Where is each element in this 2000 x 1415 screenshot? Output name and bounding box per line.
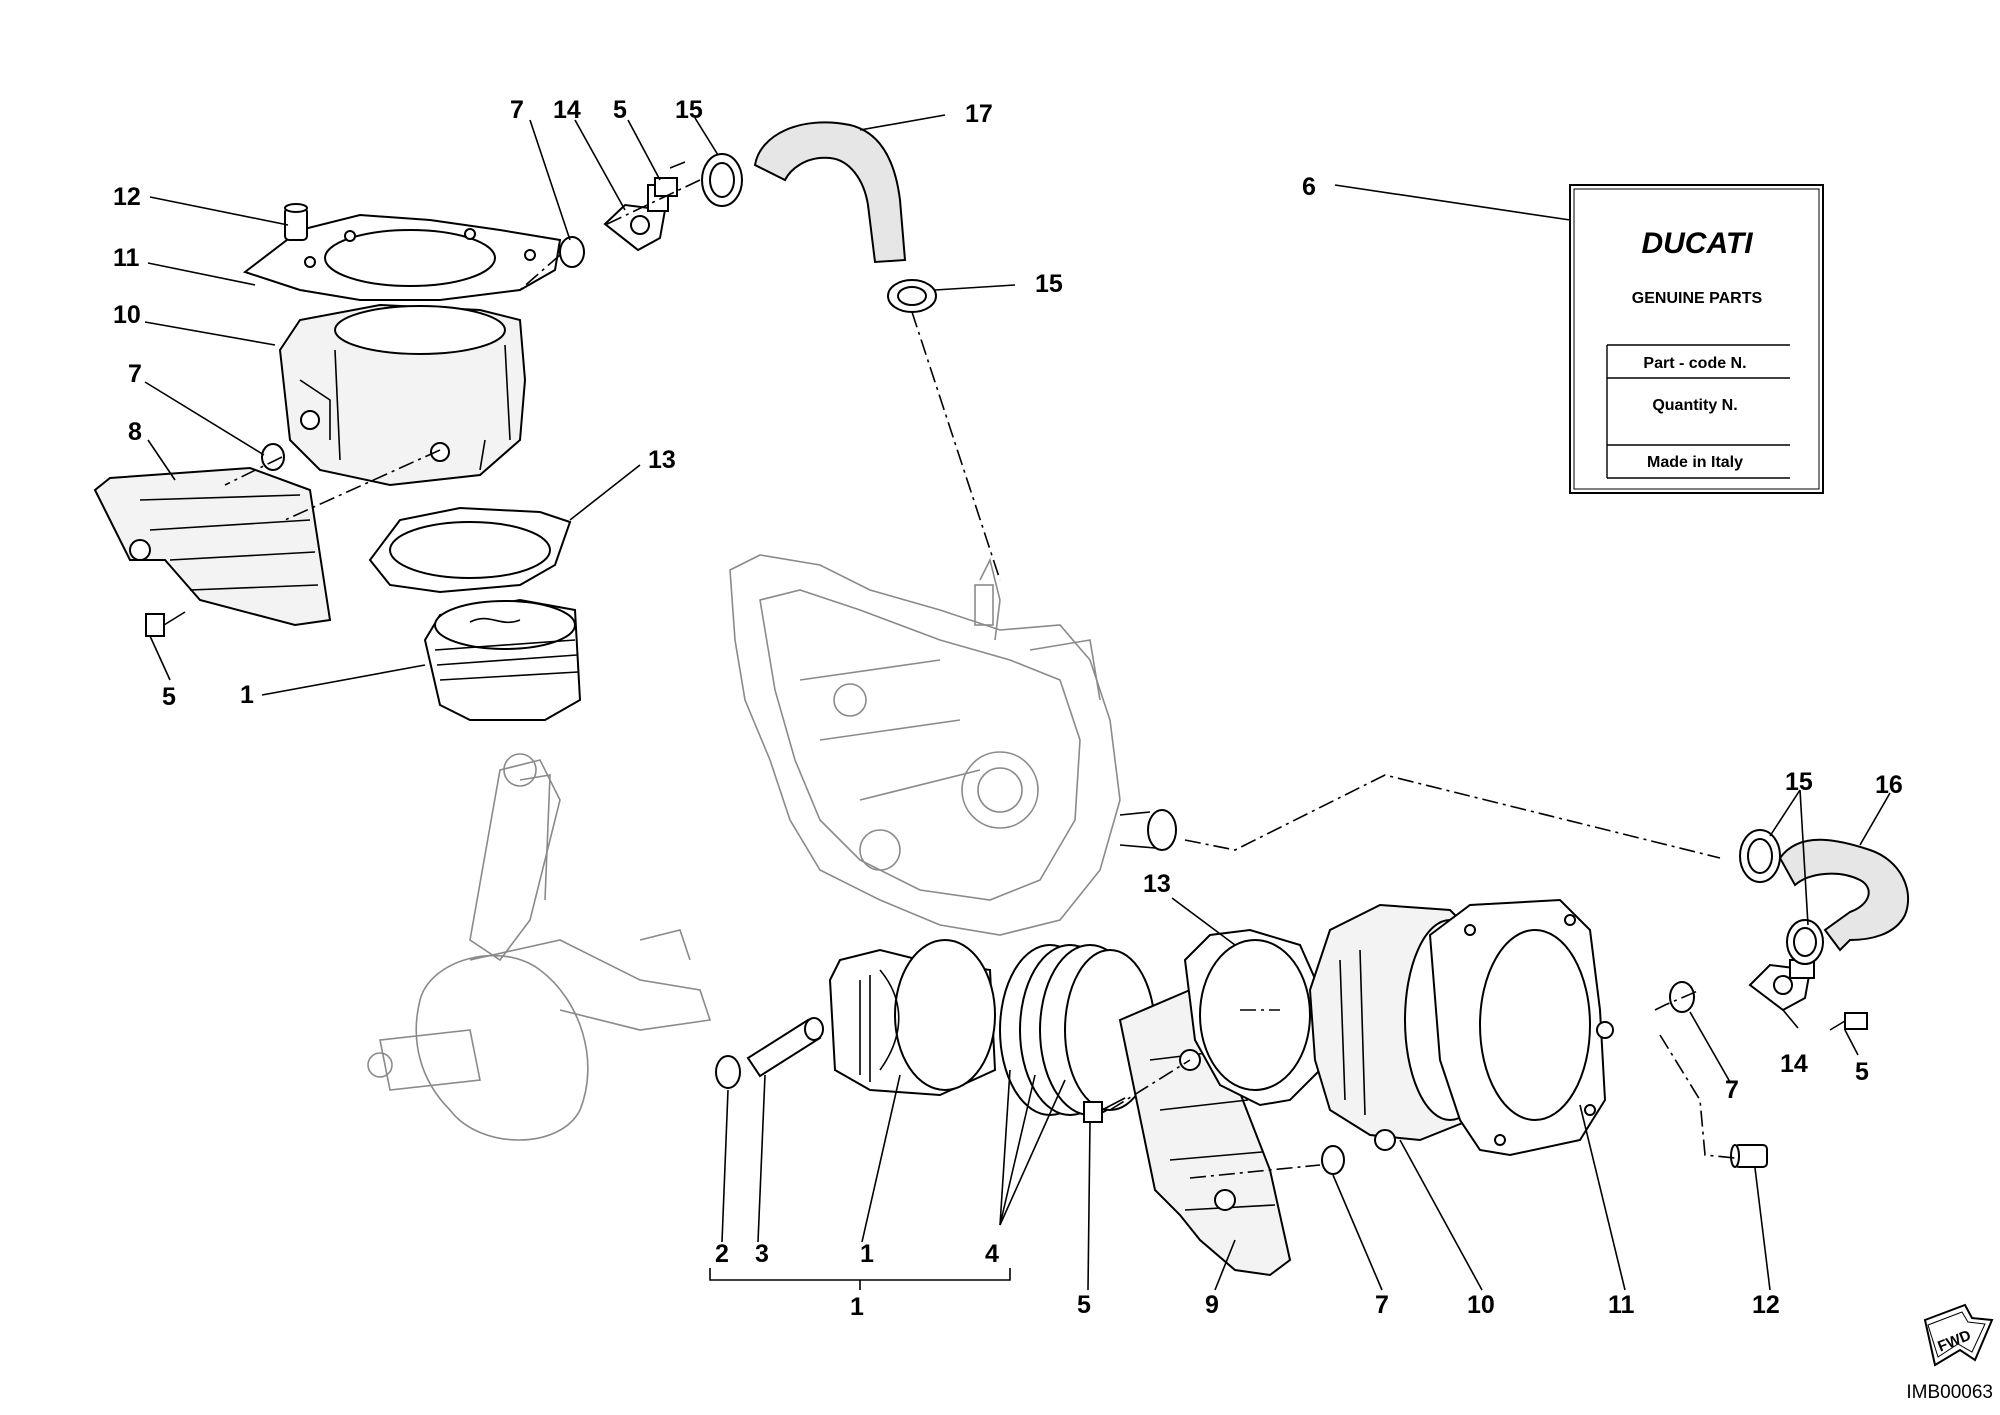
callout-15-hose: 15 bbox=[1035, 270, 1063, 298]
lower-dowel-sleeve bbox=[1730, 1144, 1768, 1168]
callout-6: 6 bbox=[1302, 173, 1316, 201]
label-subtitle: GENUINE PARTS bbox=[1632, 290, 1763, 307]
callout-11-bottom: 11 bbox=[1608, 1291, 1635, 1319]
lower-base-gasket bbox=[1183, 928, 1321, 1107]
upper-dowel-sleeve bbox=[284, 203, 308, 241]
upper-clamp-ring bbox=[701, 153, 743, 207]
forward-direction-badge: FWD bbox=[1923, 1303, 1994, 1367]
callout-15-top: 15 bbox=[675, 96, 703, 124]
lower-clamp-ring-1 bbox=[1739, 829, 1781, 883]
callout-12-bottom: 12 bbox=[1752, 1291, 1780, 1319]
lower-fitting-bolt bbox=[1829, 1012, 1868, 1031]
callout-1-top: 1 bbox=[240, 681, 254, 709]
callout-14-top: 14 bbox=[553, 96, 581, 124]
image-code: IMB00063 bbox=[1906, 1382, 1993, 1403]
callout-14-right: 14 bbox=[1780, 1050, 1808, 1078]
callout-10-top: 10 bbox=[113, 301, 141, 329]
genuine-parts-label: DUCATI GENUINE PARTS Part - code N. Quan… bbox=[1569, 184, 1824, 494]
callout-7-right: 7 bbox=[1725, 1076, 1739, 1104]
callout-4: 4 bbox=[985, 1240, 999, 1268]
upper-o-ring bbox=[559, 236, 585, 268]
upper-piston bbox=[423, 598, 582, 721]
callout-9: 9 bbox=[1205, 1291, 1219, 1319]
crankcase-ghost bbox=[729, 554, 1121, 936]
upper-side-cover bbox=[93, 466, 332, 627]
upper-water-fitting bbox=[603, 184, 669, 252]
callout-5-bottom: 5 bbox=[1077, 1291, 1091, 1319]
callouts-top: 7 14 5 15 17 15 12 11 10 7 8 13 5 1 6 bbox=[113, 96, 1316, 711]
callout-1-bracket: 1 bbox=[850, 1293, 864, 1321]
callout-11-top: 11 bbox=[113, 244, 140, 272]
lower-clamp-ring-2 bbox=[1786, 919, 1824, 965]
callout-3: 3 bbox=[755, 1240, 769, 1268]
callout-5-top: 5 bbox=[613, 96, 627, 124]
lower-circlip bbox=[715, 1055, 741, 1089]
callout-15-right: 15 bbox=[1785, 768, 1813, 796]
lower-water-fitting bbox=[1748, 959, 1815, 1012]
callout-5-side: 5 bbox=[162, 683, 176, 711]
lower-o-ring-left bbox=[1321, 1145, 1345, 1175]
crankshaft-ghost bbox=[367, 753, 712, 1141]
callout-8: 8 bbox=[128, 418, 142, 446]
callout-1-mid: 1 bbox=[860, 1240, 874, 1268]
callout-7-bottom: 7 bbox=[1375, 1291, 1389, 1319]
label-row-made-in: Made in Italy bbox=[1647, 454, 1743, 471]
leader-lines bbox=[144, 114, 1891, 1291]
brand-name: DUCATI bbox=[1641, 227, 1753, 260]
callout-7-top: 7 bbox=[510, 96, 524, 124]
label-row-quantity: Quantity N. bbox=[1652, 397, 1737, 414]
lower-piston-pin bbox=[746, 1017, 824, 1078]
crankcase-stub-fitting bbox=[1119, 809, 1177, 851]
upper-hose-clamp-lower bbox=[887, 279, 937, 313]
callout-12-top: 12 bbox=[113, 183, 141, 211]
callout-7-side: 7 bbox=[128, 360, 142, 388]
upper-base-gasket bbox=[368, 506, 572, 594]
callout-5-right: 5 bbox=[1855, 1058, 1869, 1086]
upper-hose bbox=[753, 121, 907, 264]
lower-bolt-cover bbox=[1083, 1097, 1126, 1123]
callouts-bottom: 15 16 13 7 14 5 2 3 1 4 5 9 7 10 11 12 1 bbox=[715, 768, 1903, 1321]
lower-hose bbox=[1778, 838, 1910, 952]
upper-cylinder-head-gasket bbox=[242, 213, 562, 301]
assembly-axis-lines bbox=[224, 179, 1736, 1179]
lower-head-gasket bbox=[1428, 898, 1614, 1157]
label-row-part-code: Part - code N. bbox=[1643, 355, 1746, 372]
callout-17: 17 bbox=[965, 100, 993, 128]
callout-13-bottom: 13 bbox=[1143, 870, 1171, 898]
lower-piston-rings bbox=[999, 944, 1156, 1116]
callout-2: 2 bbox=[715, 1240, 729, 1268]
lower-piston bbox=[828, 939, 997, 1097]
callout-16: 16 bbox=[1875, 771, 1903, 799]
callout-13-top: 13 bbox=[648, 446, 676, 474]
callout-10-bottom: 10 bbox=[1467, 1291, 1495, 1319]
upper-cylinder bbox=[278, 303, 527, 487]
upper-bolt-small bbox=[145, 611, 186, 637]
